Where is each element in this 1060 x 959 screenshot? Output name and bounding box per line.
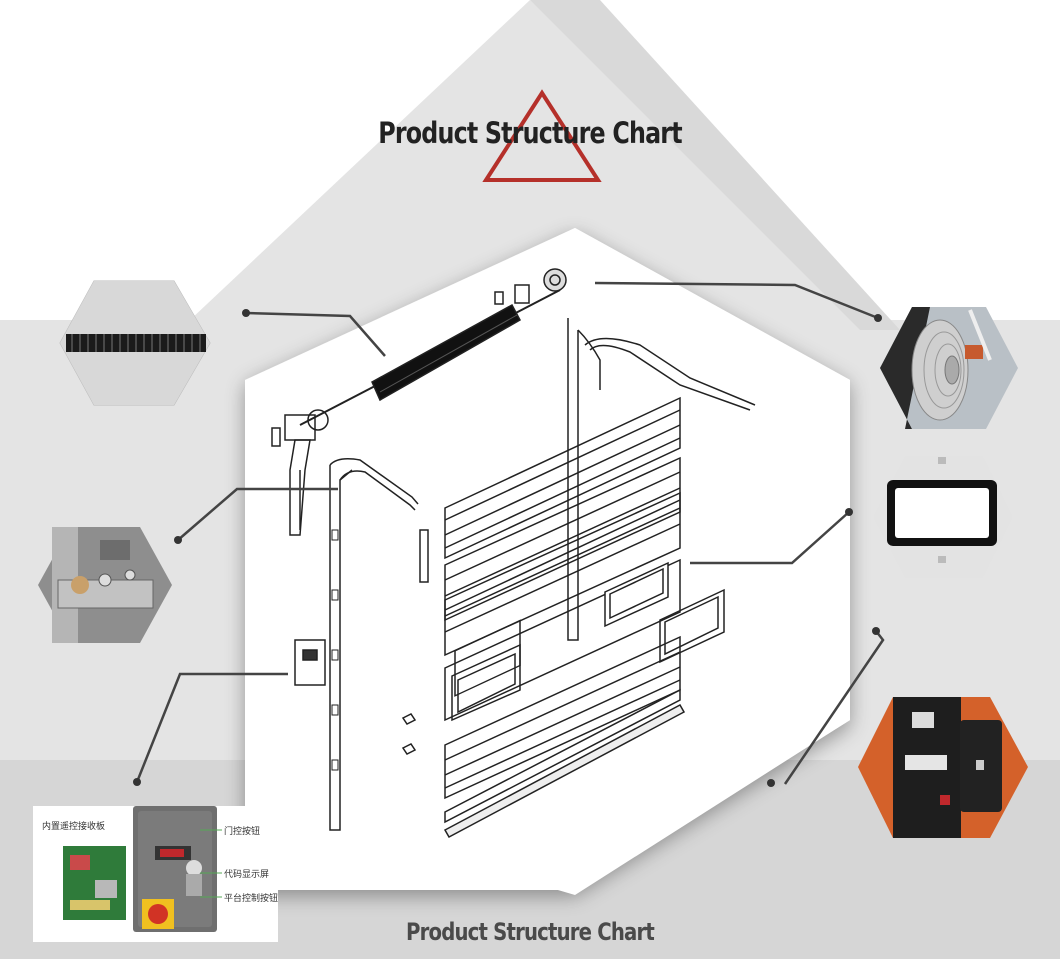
panel-window-photo [873, 456, 1013, 578]
motor-unit-photo [858, 697, 1028, 838]
bracket-icon [57, 569, 154, 609]
label-code-display: 代码显示屏 [224, 870, 270, 880]
leader-lines [135, 281, 885, 785]
cable-drum-photo [880, 307, 1018, 429]
label-door-button: 门控按钮 [224, 827, 261, 837]
roller-bracket-photo [38, 527, 172, 643]
leader-dots [133, 309, 882, 787]
motor-icon [905, 712, 1002, 812]
background-chevron-shade [530, 0, 900, 330]
control-box-photo [33, 806, 278, 942]
control-box-icon [133, 806, 217, 932]
footer-title: Product Structure Chart [406, 918, 655, 946]
torsion-spring-part [371, 303, 522, 402]
page-title: Product Structure Chart [378, 116, 682, 150]
drum-icon [911, 319, 969, 421]
torsion-spring-photo [59, 280, 211, 406]
door-panels [443, 396, 725, 839]
label-receiver-board: 内置遥控接收板 [42, 822, 106, 832]
control-board-icon [63, 846, 126, 920]
window-icon [887, 480, 997, 546]
triangle-logo-icon [482, 89, 602, 182]
label-platform-control: 平台控制按钮 [224, 894, 279, 904]
door-drawing [271, 268, 756, 839]
